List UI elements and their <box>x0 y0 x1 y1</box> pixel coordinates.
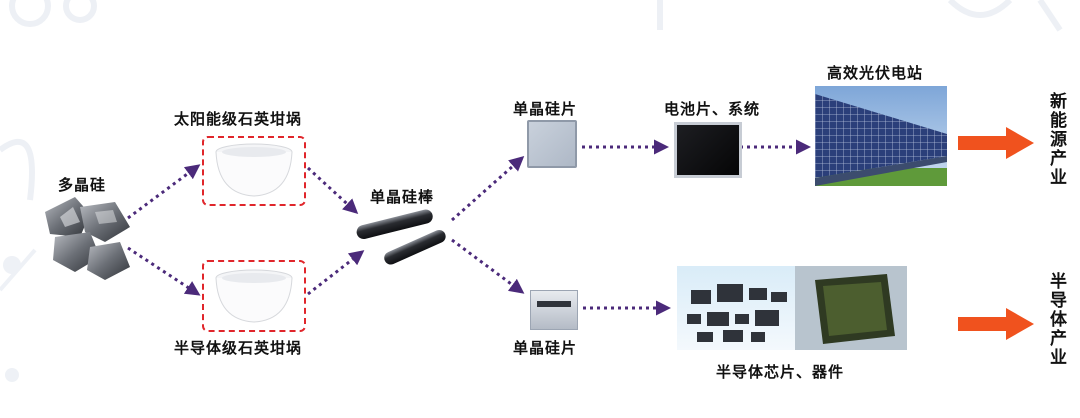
wafer-bottom-image <box>530 290 578 330</box>
semi-crucible-label: 半导体级石英坩埚 <box>174 339 303 357</box>
cell-image <box>674 122 742 178</box>
power-station-label: 高效光伏电站 <box>827 64 924 82</box>
arrow-ingot-to-wafer-bottom <box>451 238 525 294</box>
wafer-bottom-label: 单晶硅片 <box>513 339 578 357</box>
arrow-solar-crucible-to-ingot <box>306 166 359 215</box>
cell-label: 电池片、系统 <box>664 100 761 118</box>
power-station-image <box>815 86 947 186</box>
chips-label: 半导体芯片、器件 <box>716 363 845 381</box>
ingot-label: 单晶硅棒 <box>370 188 435 206</box>
solar-crucible-image <box>215 143 293 197</box>
chips-image <box>677 266 907 350</box>
new-energy-arrow <box>958 127 1034 159</box>
semi-crucible-frame <box>202 260 306 332</box>
arrow-poly-to-solar-crucible <box>127 164 201 220</box>
arrow-semi-crucible-to-ingot <box>307 250 365 296</box>
semi-crucible-image <box>215 269 293 323</box>
polysilicon-label: 多晶硅 <box>58 176 107 194</box>
semiconductor-industry-label: 半导体产业 <box>1046 272 1066 367</box>
arrow-ingot-to-wafer-top <box>451 156 525 222</box>
polysilicon-image <box>45 197 130 280</box>
wafer-top-label: 单晶硅片 <box>513 100 578 118</box>
solar-crucible-label: 太阳能级石英坩埚 <box>174 110 303 128</box>
new-energy-industry-label: 新能源产业 <box>1046 92 1066 187</box>
ingot-image <box>356 209 446 265</box>
arrow-poly-to-semi-crucible <box>127 246 201 296</box>
wafer-bottom-band <box>537 301 571 307</box>
wafer-top-image <box>527 120 577 168</box>
semiconductor-arrow <box>958 308 1034 340</box>
solar-crucible-frame <box>202 136 306 206</box>
